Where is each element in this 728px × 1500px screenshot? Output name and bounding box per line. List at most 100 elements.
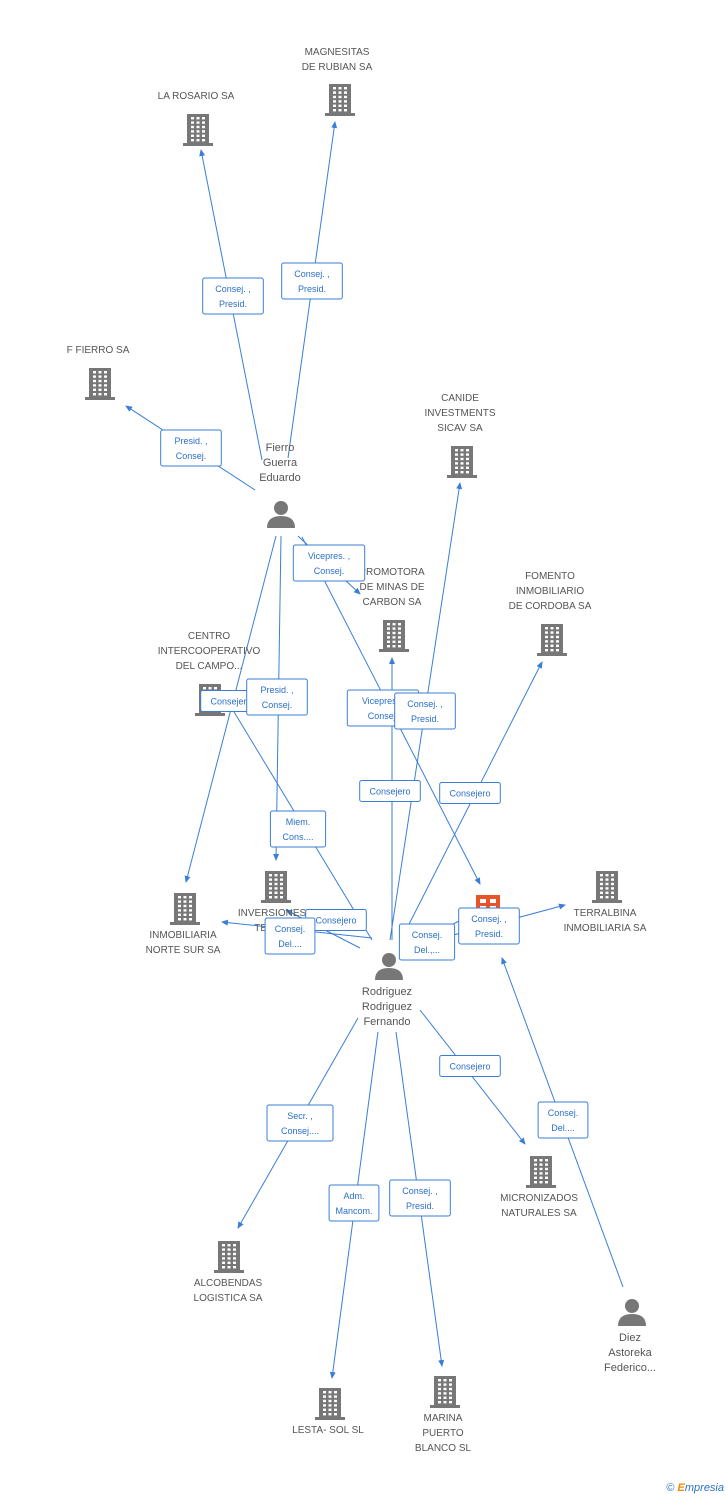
edge-label-box [359, 780, 421, 802]
node-label-line: Fierro [266, 442, 295, 454]
edge-label-fierro-ffierro[interactable]: Presid. ,Consej. [160, 429, 222, 467]
node-label-line: CENTRO [188, 631, 230, 642]
edge-label-box [281, 262, 343, 300]
node-larosario[interactable]: LA ROSARIO SA [158, 91, 235, 146]
node-label-line: Diez [619, 1332, 641, 1344]
edge-label-box [269, 810, 327, 848]
edge-label-text: Mancom. [335, 1206, 372, 1216]
edge-label-text: Presid. , [260, 685, 293, 695]
edge-label-rodriguez-terralbina[interactable]: Consej. , Presid. [458, 907, 520, 945]
node-label-line: MICRONIZADOS [500, 1193, 578, 1204]
node-micronizados[interactable]: MICRONIZADOS NATURALES SA [500, 1156, 578, 1219]
node-label-line: LESTA- SOL SL [292, 1425, 364, 1436]
edge-label-text: Presid. [219, 299, 247, 309]
brand-name: mpresia [684, 1482, 724, 1494]
edge-label-text: Consej. [412, 930, 443, 940]
edge-label-box [439, 1055, 501, 1077]
edge-label-text: Cons.... [282, 832, 313, 842]
edge-label-box [394, 692, 456, 730]
node-diez[interactable]: DiezAstorekaFederico... [604, 1299, 656, 1374]
edge-label-diez-focus[interactable]: Consej. Del.... [537, 1101, 589, 1139]
edge-label-box [537, 1101, 589, 1139]
building-icon [261, 871, 291, 903]
edge-label-text: Consej. , [471, 914, 507, 924]
edge-label-text: Presid. [298, 284, 326, 294]
edge-label-text: Miem. [286, 817, 311, 827]
node-label-line: DE CORDOBA SA [509, 601, 592, 612]
edge-label-text: Secr. , [287, 1111, 313, 1121]
edge-label-rodriguez-canide[interactable]: Consej. , Presid. [394, 692, 456, 730]
edge-label-text: Adm. [343, 1191, 364, 1201]
node-fomento[interactable]: FOMENTO INMOBILIARIO DE CORDOBA SA [509, 571, 592, 656]
edge-label-rodriguez-marina[interactable]: Consej. , Presid. [389, 1179, 451, 1217]
edge-label-rodriguez-centro[interactable]: Miem. Cons.... [269, 810, 327, 848]
building-icon [315, 1388, 345, 1420]
edge-label-text: Consej. [548, 1108, 579, 1118]
node-lesta[interactable]: LESTA- SOL SL [292, 1388, 364, 1436]
edge-label-rodriguez-promotora[interactable]: Consejero [359, 780, 421, 802]
node-label-line: Rodriguez [362, 986, 412, 998]
building-icon [430, 1376, 460, 1408]
building-icon [379, 620, 409, 652]
node-label-line: NORTE SUR SA [146, 945, 221, 956]
edge-label-rodriguez-micronizados[interactable]: Consejero [439, 1055, 501, 1077]
edge-label-box [160, 429, 222, 467]
edge-label-text: Consejero [210, 697, 251, 707]
edge-label-rodriguez-fomento[interactable]: Consejero [439, 782, 501, 804]
edge-label-text: Del.... [551, 1123, 575, 1133]
edge-label-rodriguez-focus[interactable]: Consej. Del.,... [398, 923, 456, 961]
edge-label-text: Vicepres. , [308, 551, 350, 561]
node-label-line: LA ROSARIO SA [158, 91, 235, 102]
edge-label-box [266, 1104, 334, 1142]
edge-label-rodriguez-alcobendas[interactable]: Secr. ,Consej.... [266, 1104, 334, 1142]
node-label-line: CARBON SA [363, 597, 422, 608]
edge-label-box [398, 923, 456, 961]
node-label-line: MARINA [424, 1413, 463, 1424]
edge-label-text: Presid. [475, 929, 503, 939]
node-inmonorte[interactable]: INMOBILIARIA NORTE SUR SA [146, 893, 221, 956]
edge-label-box [246, 678, 308, 716]
node-label-line: MAGNESITAS [305, 47, 370, 58]
person-icon [375, 953, 403, 980]
node-label-line: SICAV SA [437, 423, 483, 434]
edge-label-rodriguez-inversiones[interactable]: Consej.Del.... [264, 917, 316, 955]
edge-label-fierro-inversiones[interactable]: Presid. ,Consej. [246, 678, 308, 716]
node-label-line: DE MINAS DE [359, 582, 424, 593]
node-label-line: INMOBILIARIA [149, 930, 217, 941]
edge-label-rodriguez-lesta[interactable]: Adm. Mancom. [328, 1184, 380, 1222]
node-label-line: Guerra [263, 457, 298, 469]
edge-label-fierro-larosario[interactable]: Consej. , Presid. [202, 277, 264, 315]
edge-label-fierro-promotora[interactable]: Vicepres. ,Consej. [292, 544, 366, 582]
node-label-line: FOMENTO [525, 571, 575, 582]
edge-label-text: Consej. , [402, 1186, 438, 1196]
node-label-line: INMOBILIARIA SA [564, 923, 647, 934]
edge-label-text: Consejero [315, 916, 356, 926]
edge-label-text: Presid. [406, 1201, 434, 1211]
node-ffierro[interactable]: F FIERRO SA [67, 345, 130, 400]
node-label-line: Rodriguez [362, 1001, 412, 1013]
edge-label-text: Consej. , [407, 699, 443, 709]
node-label-line: INVESTMENTS [424, 408, 495, 419]
edge-label-box [439, 782, 501, 804]
edge-label-text: Presid. , [174, 436, 207, 446]
node-label-line: NATURALES SA [501, 1208, 577, 1219]
edge-label-fierro-magnesitas[interactable]: Consej. ,Presid. [281, 262, 343, 300]
edge-label-text: Del.,... [414, 945, 440, 955]
node-label-line: Federico... [604, 1362, 656, 1374]
building-icon [214, 1241, 244, 1273]
edge-label-text: Presid. [411, 714, 439, 724]
building-icon [183, 114, 213, 146]
edge-label-text: Consejero [449, 1062, 490, 1072]
brand-footer[interactable]: © Empresia [666, 1482, 724, 1494]
node-label-line: INMOBILIARIO [516, 586, 585, 597]
building-icon [537, 624, 567, 656]
edge-label-text: Consej. , [215, 284, 251, 294]
